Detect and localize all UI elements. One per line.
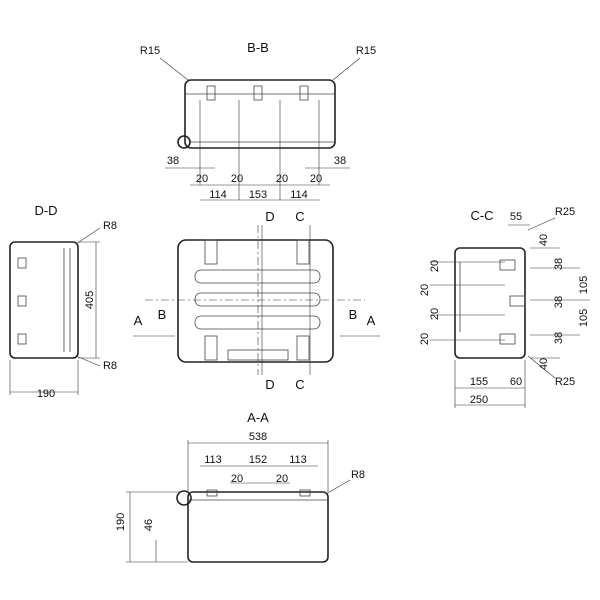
wheel-icon	[176, 490, 192, 506]
dimension-label: 250	[470, 394, 488, 406]
dimension-label: 20	[231, 173, 243, 185]
dimension-label: 55	[510, 211, 522, 223]
view-title: D-D	[34, 203, 57, 218]
radius-label: R8	[103, 220, 117, 232]
dimension-label: 190	[37, 388, 55, 400]
case-outline	[184, 79, 336, 149]
view-b-b: B-B R15 R15 38 38 20 20 20 20 114 153 11…	[140, 40, 376, 201]
case-outline	[454, 247, 526, 359]
view-a-a: A-A 538 113 152 113 20 20 R8 190 46	[115, 410, 365, 563]
view-title: B-B	[247, 40, 269, 55]
section-mark: D	[265, 209, 274, 224]
dimension-label: 105	[578, 309, 590, 327]
radius-label: R8	[351, 469, 365, 481]
case-outline	[187, 491, 329, 563]
radius-label: R25	[555, 206, 575, 218]
dimension-label: 40	[538, 358, 550, 370]
dimension-label: 20	[231, 473, 243, 485]
view-d-d: D-D R8 R8 405 190	[9, 203, 117, 400]
wheel-icon	[177, 135, 191, 149]
dimension-label: 38	[334, 155, 346, 167]
case-outline	[177, 239, 334, 363]
dimension-label: 46	[143, 519, 155, 531]
dimension-label: 20	[310, 173, 322, 185]
radius-label: R25	[555, 376, 575, 388]
dimension-label: 105	[578, 276, 590, 294]
view-title: C-C	[470, 208, 493, 223]
dimension-label: 38	[553, 296, 565, 308]
dimension-label: 20	[429, 260, 441, 272]
section-mark: C	[295, 377, 304, 392]
dimension-label: 20	[419, 333, 431, 345]
dimension-label: 38	[553, 332, 565, 344]
dimension-label: 152	[249, 454, 267, 466]
section-mark: B	[158, 307, 167, 322]
section-mark: C	[295, 209, 304, 224]
dimension-label: 114	[209, 189, 227, 201]
dimension-label: 38	[553, 258, 565, 270]
dimension-label: 20	[276, 473, 288, 485]
dimension-label: 538	[249, 431, 267, 443]
view-top: D C D C A B B A	[133, 209, 380, 392]
view-title: A-A	[247, 410, 269, 425]
dimension-label: 60	[510, 376, 522, 388]
dimension-label: 20	[276, 173, 288, 185]
dimension-label: 20	[429, 308, 441, 320]
dimension-label: 113	[204, 454, 222, 466]
view-c-c: C-C 55 R25 R25 40 38 105 38 105 38 40 20…	[419, 206, 590, 408]
section-mark: A	[134, 313, 143, 328]
dimension-label: 20	[419, 284, 431, 296]
section-mark: A	[367, 313, 376, 328]
dimension-label: 114	[290, 189, 308, 201]
dimension-label: 155	[470, 376, 488, 388]
section-mark: B	[349, 307, 358, 322]
dimension-label: 38	[167, 155, 179, 167]
dimension-label: 190	[115, 513, 127, 531]
radius-label: R8	[103, 360, 117, 372]
dimension-label: 20	[196, 173, 208, 185]
radius-label: R15	[356, 45, 376, 57]
dimension-label: 405	[84, 291, 96, 309]
section-mark: D	[265, 377, 274, 392]
case-outline	[9, 241, 79, 359]
dimension-label: 113	[289, 454, 307, 466]
radius-label: R15	[140, 45, 160, 57]
dimension-label: 40	[538, 234, 550, 246]
dimension-label: 153	[249, 189, 267, 201]
